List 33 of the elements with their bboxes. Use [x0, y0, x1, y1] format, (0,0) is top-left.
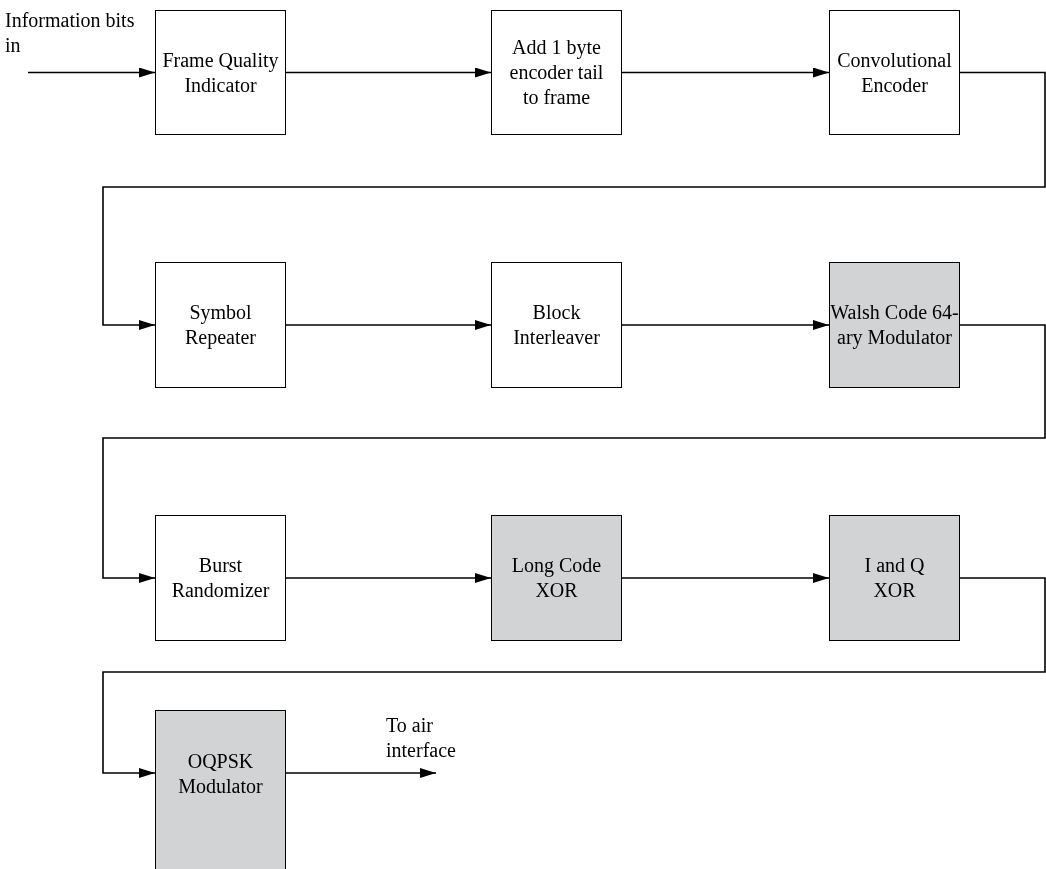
process-box	[155, 710, 286, 869]
process-box	[491, 262, 622, 388]
process-box	[829, 515, 960, 641]
edge-label: Information bits in	[5, 7, 135, 58]
arrow	[621, 573, 830, 583]
process-box	[829, 10, 960, 135]
process-box	[155, 515, 286, 641]
box-label: Burst Randomizer	[170, 553, 271, 603]
arrow	[102, 577, 1046, 778]
process-box	[829, 262, 960, 388]
arrow	[102, 71, 1046, 330]
process-box	[491, 515, 622, 641]
box-label: Add 1 byte encoder tail to frame	[508, 35, 605, 110]
arrow	[285, 768, 437, 778]
box-label: Frame Quality Indicator	[161, 47, 280, 98]
edge-label: To air interface	[386, 713, 457, 763]
arrow	[285, 67, 492, 78]
arrow	[285, 320, 492, 330]
box-label: Convolutional Encoder	[836, 47, 953, 98]
box-label: Long Code XOR	[510, 553, 603, 603]
box-label: Block Interleaver	[512, 300, 601, 350]
process-box	[155, 262, 286, 388]
box-label: Symbol Repeater	[183, 300, 258, 350]
arrow	[102, 324, 1046, 583]
box-label: Walsh Code 64-ary Modulator	[830, 300, 959, 350]
box-label: OQPSK Modulator	[177, 749, 264, 799]
process-box	[491, 10, 622, 135]
arrow	[27, 67, 156, 78]
arrow	[621, 67, 830, 78]
arrow	[285, 573, 492, 583]
arrow	[621, 320, 830, 330]
box-label: I and Q XOR	[863, 553, 926, 603]
process-box	[155, 10, 286, 135]
